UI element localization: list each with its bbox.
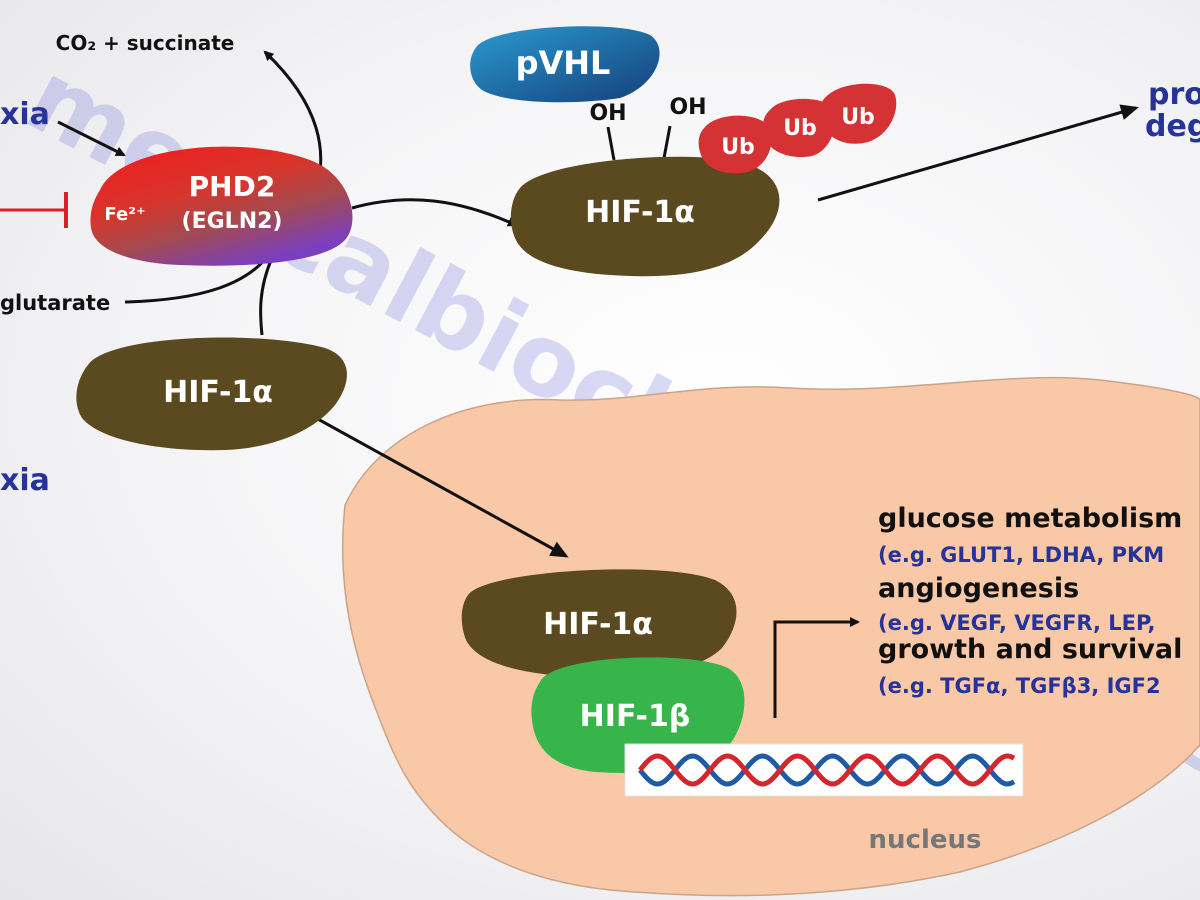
hif1a-nucleus: HIF-1α	[461, 569, 737, 678]
oh-label-2: OH	[669, 95, 706, 120]
nucleus-label: nucleus	[869, 825, 982, 855]
gene-group-examples-angiogenesis: (e.g. VEGF, VEGFR, LEP,	[878, 611, 1156, 635]
hif1a-left-label: HIF-1α	[163, 375, 273, 410]
ub-3	[820, 83, 897, 144]
transcription-arrow	[773, 617, 860, 718]
arrow-to-nucleus	[315, 416, 569, 558]
arrow-phd2-to-hif	[351, 198, 518, 227]
glutarate-label: glutarate	[0, 291, 110, 315]
phd2-label: PHD2	[189, 170, 276, 203]
gene-group-title-growth: growth and survival	[878, 634, 1182, 665]
ub-label-3: Ub	[841, 105, 875, 130]
ubiquitin-chain: Ub Ub Ub	[698, 83, 897, 174]
egln2-label: (EGLN2)	[182, 209, 283, 234]
dna-strand-red	[638, 753, 1016, 787]
hypoxia-label-top: xia	[0, 97, 50, 132]
hif1b-label: HIF-1β	[580, 699, 691, 734]
hif1a-nucleus-label: HIF-1α	[543, 607, 653, 642]
co2-succinate-label: CO₂ + succinate	[56, 31, 235, 55]
gene-group-examples-glucose: (e.g. GLUT1, LDHA, PKM	[878, 543, 1164, 567]
ub-label-2: Ub	[783, 116, 817, 141]
dna-strand-blue	[638, 753, 1016, 787]
fe-label: Fe²⁺	[104, 204, 145, 225]
hypoxia-label-bottom: xia	[0, 463, 50, 498]
oh-label-1: OH	[589, 101, 626, 126]
ub-2	[762, 98, 836, 158]
arrow-to-co2	[263, 50, 323, 173]
proteasomal-label-2: deg	[1145, 109, 1200, 144]
hif1a-top-label: HIF-1α	[585, 195, 695, 230]
oh-stalk-2	[662, 125, 672, 159]
gene-group-title-glucose: glucose metabolism	[878, 503, 1182, 534]
arrow-hypoxia-to-phd2	[57, 120, 126, 157]
link-phd2-hif	[259, 257, 274, 336]
gene-group-examples-growth: (e.g. TGFα, TGFβ3, IGF2	[878, 674, 1161, 698]
proteasomal-label-1: pro	[1148, 77, 1200, 112]
dna-strand	[624, 743, 1024, 797]
phd2-enzyme: PHD2 (EGLN2) Fe²⁺	[90, 146, 353, 266]
hif1a-left: HIF-1α	[76, 337, 347, 451]
pvhl-protein: pVHL	[470, 26, 660, 103]
oh-stalk-1	[606, 126, 616, 161]
target-genes: glucose metabolism (e.g. GLUT1, LDHA, PK…	[878, 503, 1182, 698]
arrow-to-degradation	[817, 104, 1139, 202]
pvhl-label: pVHL	[516, 44, 611, 82]
gene-group-title-angiogenesis: angiogenesis	[878, 573, 1079, 604]
ub-1	[698, 115, 772, 174]
hif1a-top: HIF-1α	[510, 156, 780, 277]
ub-label-1: Ub	[721, 135, 755, 160]
